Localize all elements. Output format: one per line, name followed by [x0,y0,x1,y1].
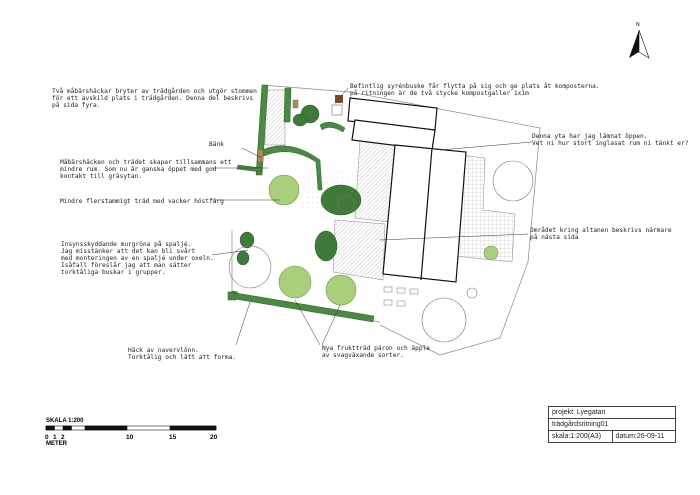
note-open-area: Denna yta har jag lämnat öppen. Vet ni h… [532,133,689,147]
north-arrow [629,29,650,59]
scale-tick-15: 15 [169,434,177,441]
title-date: datum:26-09-11 [615,433,665,440]
scale-unit: METER [46,441,67,447]
note-fruit: Nya fruktträd päron och äpple av svagväx… [322,345,431,359]
title-scale: skala:1:200(A3) [549,431,613,442]
scale-tick-2: 2 [61,434,65,441]
path-paving [264,89,286,146]
note-bench: Bänk [209,141,224,148]
note-small-tree: Mindre flerstammigt träd med vacker höst… [60,198,224,205]
bushes [236,104,362,266]
compost-1 [331,104,343,116]
house [347,97,467,283]
existing-trees [228,160,534,343]
leader-lines [211,87,533,346]
north-label: N [636,22,640,28]
bench-2 [292,99,299,109]
trees [268,174,499,306]
note-lilac: Befintlig syrénbuske får flytta på sig o… [350,83,600,97]
scale-tick-0: 0 [45,434,49,441]
note-hedge-tree: Måbärshäcken och trädet skapar tillsamma… [60,159,232,180]
title-drawing: trädgårdsritning01 [549,419,675,431]
note-hawthorn: Häck av navervlönn. Torktålig och lätt a… [128,347,237,361]
scale-title: SKALA 1:200 [46,418,84,424]
scale-tick-1: 1 [53,434,57,441]
title-project: projekt: Lyegatan [549,407,675,419]
title-meta: skala:1:200(A3) datum:26-09-11 [549,431,675,442]
scale-bar [45,425,217,431]
scale-tick-20: 20 [210,434,218,441]
note-ivy: Insynsskyddande murgröna på spaljé. Jag … [61,241,214,276]
scale-tick-10: 10 [126,434,134,441]
note-hedge-top: Två måbärshäckar bryter av trädgården oc… [52,88,257,109]
title-block: projekt: Lyegatan trädgårdsritning01 ska… [548,406,676,443]
note-terrace: Området kring altanen beskrivs närmare p… [530,227,672,241]
bench [257,149,264,163]
stepping-stones [383,286,419,307]
terrace-paving [332,219,386,281]
